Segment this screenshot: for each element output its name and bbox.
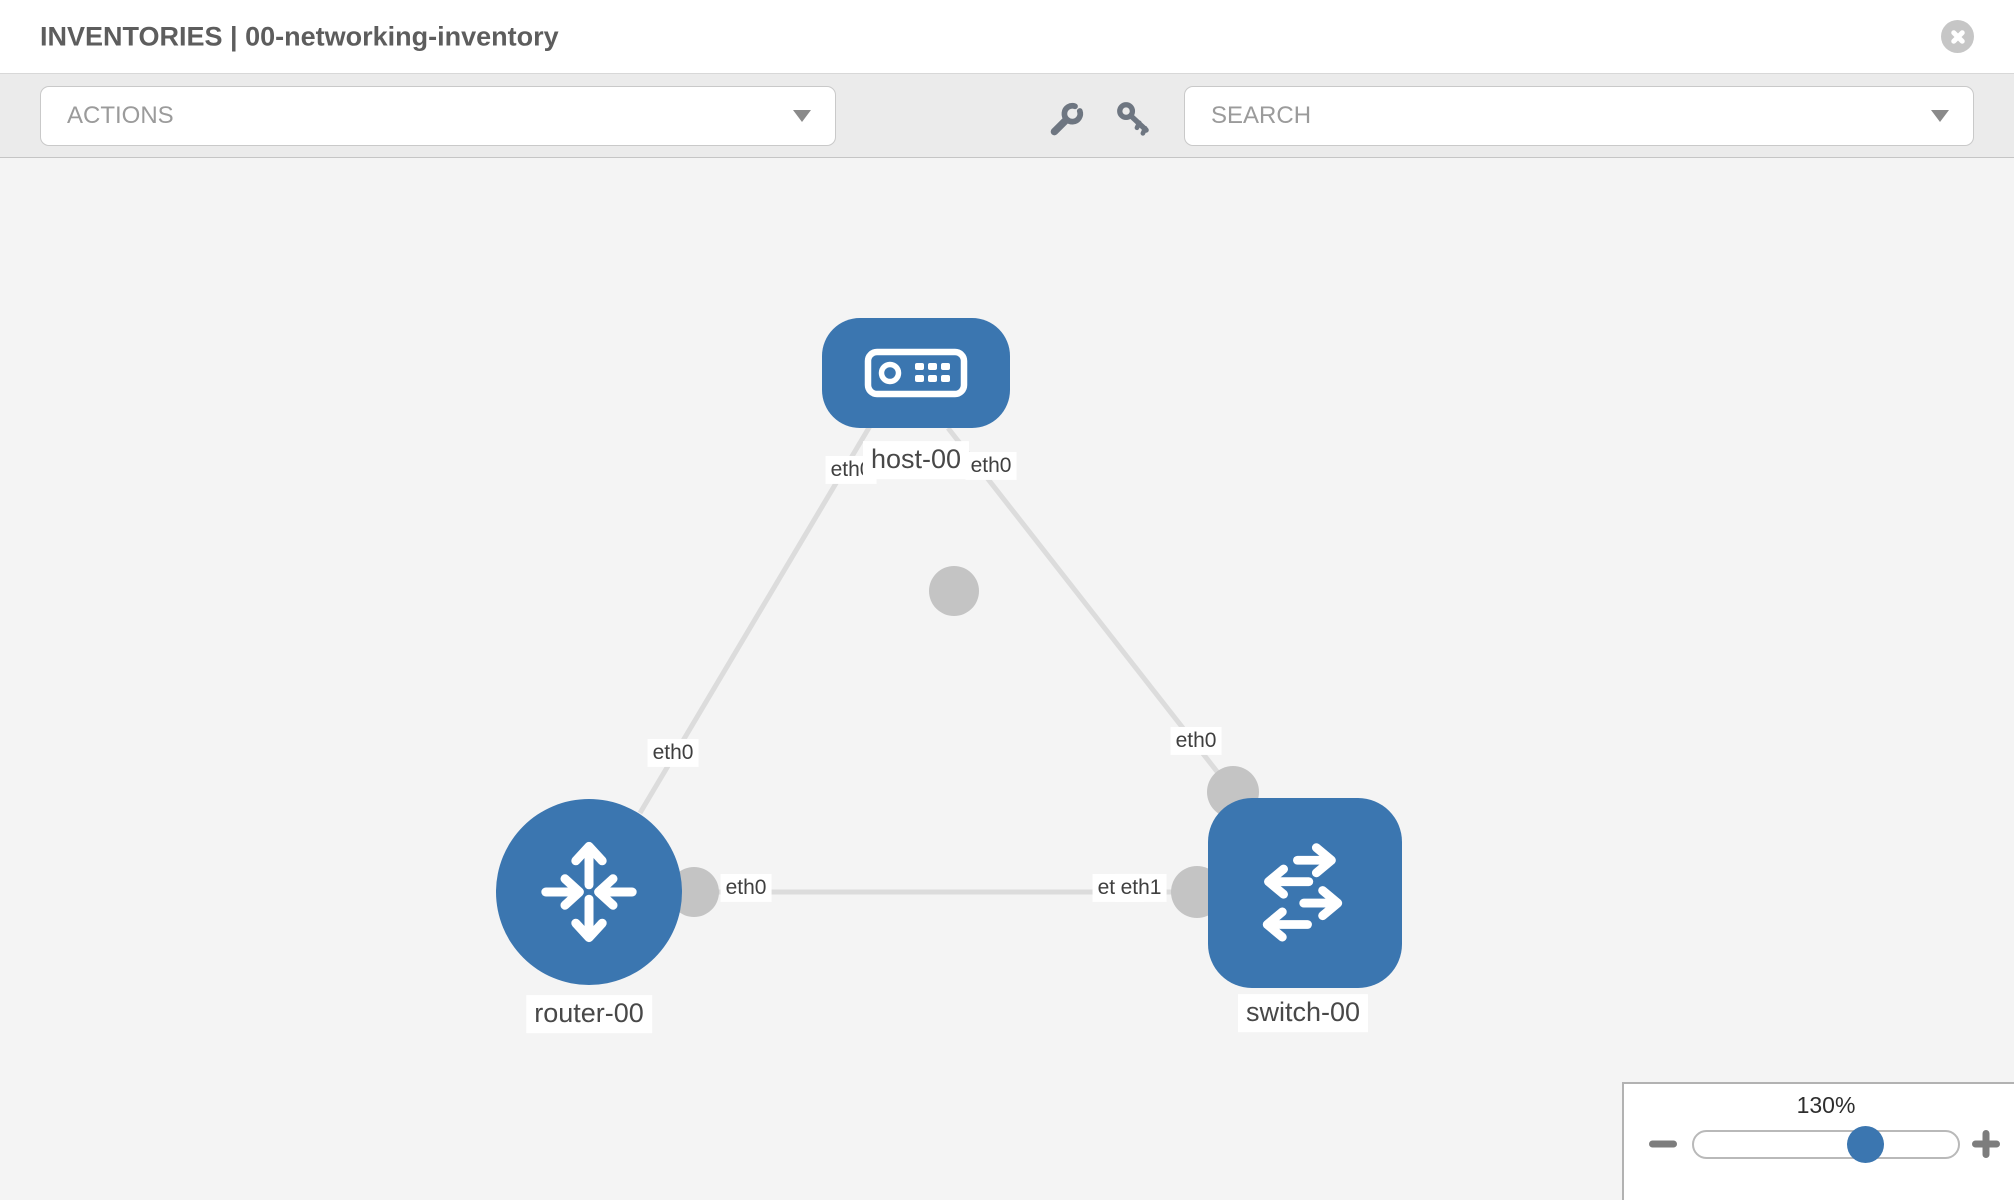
wrench-icon	[1050, 102, 1084, 136]
node-label-router: router-00	[526, 995, 652, 1033]
close-button[interactable]	[1941, 20, 1974, 53]
credentials-button[interactable]	[1112, 97, 1156, 141]
search-dropdown[interactable]: SEARCH	[1184, 86, 1974, 146]
zoom-slider-track[interactable]	[1692, 1130, 1960, 1159]
interface-label: eth0	[965, 451, 1017, 481]
chevron-down-icon	[1931, 110, 1949, 122]
topology-canvas[interactable]: eth0 eth0 eth0 eth0 eth0 eth0 eth1 host-…	[0, 158, 2014, 1200]
zoom-level: 130%	[1796, 1092, 1856, 1118]
chevron-down-icon	[793, 110, 811, 122]
node-router-00[interactable]	[496, 799, 682, 985]
node-label-host: host-00	[862, 441, 970, 479]
node-switch-00[interactable]	[1208, 798, 1402, 988]
zoom-out-button[interactable]	[1648, 1132, 1678, 1156]
interface-label: eth0	[647, 738, 699, 768]
minus-icon	[1649, 1140, 1677, 1148]
router-arrows-icon	[541, 841, 637, 943]
zoom-slider-thumb[interactable]	[1847, 1126, 1884, 1163]
interface-connector	[929, 566, 979, 616]
zoom-panel: 130%	[1622, 1082, 2014, 1200]
toolbar: ACTIONS SEARCH	[0, 74, 2014, 158]
page-title: INVENTORIES | 00-networking-inventory	[40, 21, 559, 51]
search-dropdown-label: SEARCH	[1211, 102, 1312, 129]
close-icon	[1941, 20, 1974, 53]
actions-dropdown-label: ACTIONS	[67, 102, 174, 129]
header: INVENTORIES | 00-networking-inventory	[0, 0, 2014, 74]
actions-dropdown[interactable]: ACTIONS	[40, 86, 836, 146]
switch-arrows-icon	[1262, 843, 1343, 942]
node-host-00[interactable]	[822, 318, 1010, 428]
interface-label: eth0	[1170, 726, 1222, 756]
interface-label: eth0	[720, 873, 772, 903]
node-label-switch: switch-00	[1237, 994, 1369, 1032]
zoom-in-button[interactable]	[1971, 1129, 2001, 1159]
server-icon	[864, 348, 968, 398]
interface-label: eth1	[1115, 873, 1167, 903]
configure-tools-button[interactable]	[1044, 97, 1088, 141]
topology-links-layer	[637, 424, 1259, 918]
key-icon	[1117, 102, 1149, 136]
